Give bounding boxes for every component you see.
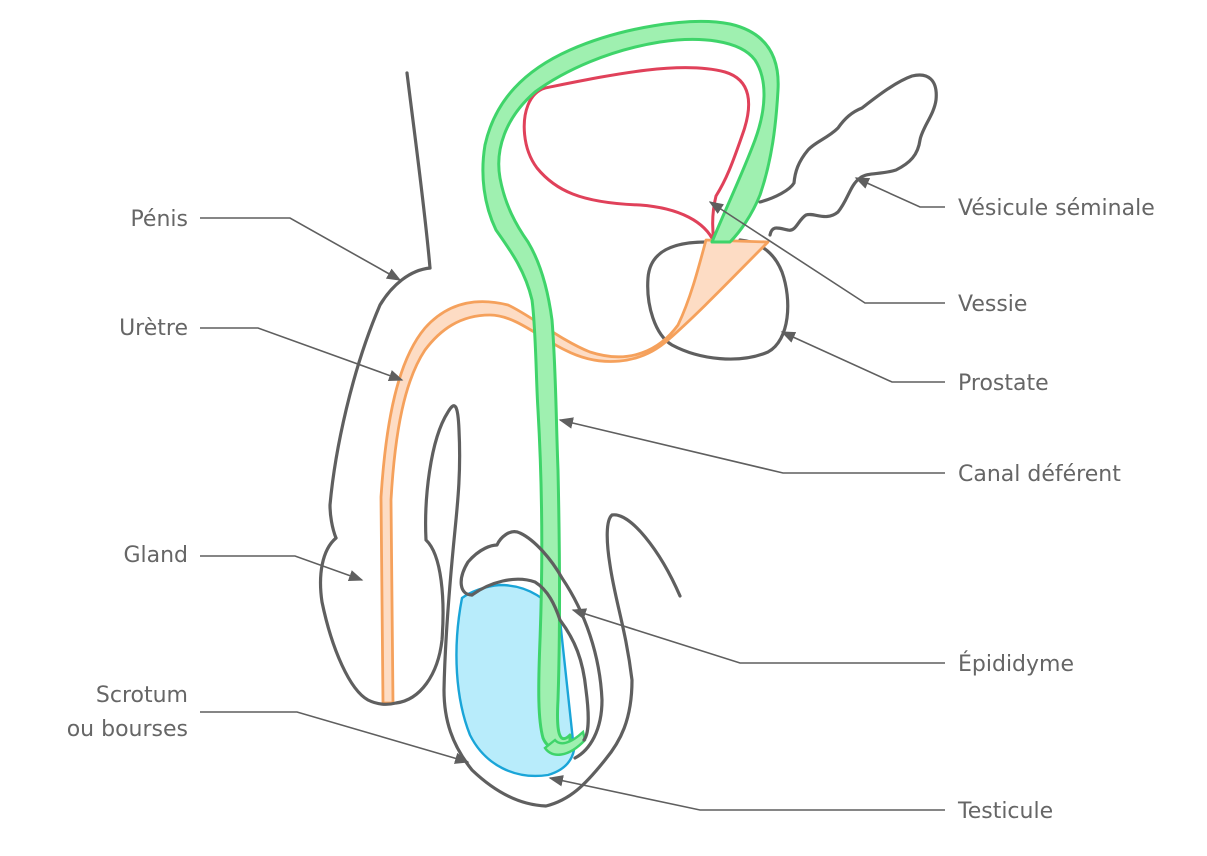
leader-scrotum	[200, 711, 470, 764]
label-vesicule: Vésicule séminale	[958, 196, 1155, 221]
leader-vessie	[708, 201, 945, 304]
epididymis-outline	[459, 530, 604, 760]
leader-vesicule	[854, 177, 945, 208]
vas-deferens-lower	[543, 729, 587, 756]
leader-canal	[558, 417, 945, 474]
label-penis: Pénis	[130, 207, 188, 232]
label-gland: Gland	[123, 543, 188, 568]
label-canal: Canal déférent	[958, 462, 1121, 487]
prostate-shape	[646, 238, 790, 361]
leader-prostate	[780, 331, 945, 383]
epididymis-inner	[470, 577, 590, 742]
label-epididyme: Épididyme	[958, 651, 1074, 677]
urethra-fill	[379, 238, 770, 705]
leader-uretre	[200, 327, 404, 382]
seminal-vesicle-outline	[758, 73, 938, 237]
glans-outline	[318, 404, 682, 808]
penis-outline	[405, 71, 432, 270]
label-uretre: Urètre	[119, 316, 188, 341]
leader-gland	[200, 555, 364, 582]
label-scrotum-2: ou bourses	[67, 717, 188, 742]
leader-testicule	[548, 775, 945, 811]
bladder-shape	[522, 66, 751, 243]
label-prostate: Prostate	[958, 371, 1049, 396]
label-vessie: Vessie	[958, 292, 1027, 317]
leader-penis	[200, 217, 402, 281]
label-scrotum-1: Scrotum	[96, 683, 188, 708]
leader-epididyme	[571, 608, 945, 664]
label-testicule: Testicule	[957, 799, 1053, 824]
penis-lower-outline	[328, 266, 432, 540]
